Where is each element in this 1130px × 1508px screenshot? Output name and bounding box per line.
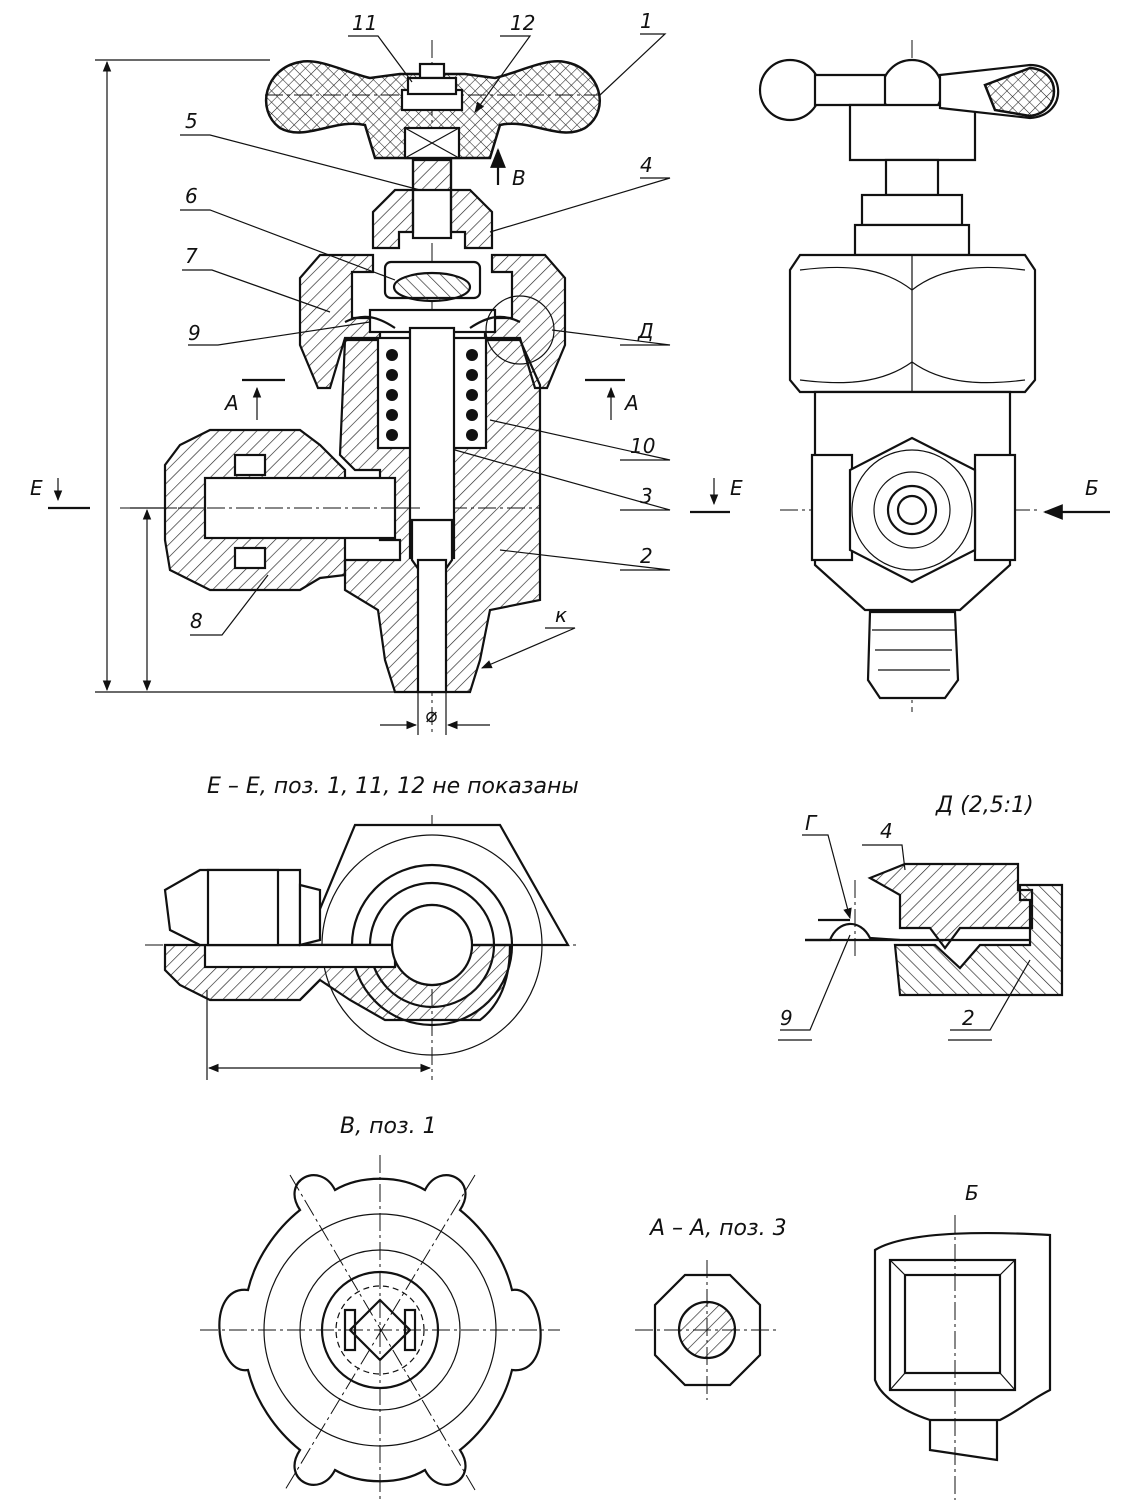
detail-label-4: 4 <box>880 819 893 843</box>
label-bb-arrow: Б <box>1085 476 1099 500</box>
label-2: 2 <box>640 544 653 568</box>
label-3: 3 <box>640 484 653 508</box>
label-10: 10 <box>630 434 655 458</box>
label-9: 9 <box>188 321 201 345</box>
bonnet-4 <box>371 158 494 250</box>
label-5: 5 <box>185 109 198 133</box>
detail-part-2 <box>893 883 1064 997</box>
detail-label-2: 2 <box>962 1006 975 1030</box>
label-6: 6 <box>185 184 198 208</box>
detail-part-4 <box>867 862 1034 950</box>
title-view-bb: Б <box>965 1181 979 1205</box>
label-12: 12 <box>510 11 535 35</box>
label-b-arrow: В <box>512 166 526 190</box>
nut-11 <box>418 62 446 80</box>
label-a-right: А <box>623 391 639 415</box>
detail-d-view <box>778 834 1064 1041</box>
label-e-left: Е <box>30 476 43 500</box>
section-ee-view <box>145 815 580 1080</box>
label-k: к <box>555 603 567 627</box>
spring-10 <box>386 349 478 441</box>
label-d: Д <box>637 319 654 343</box>
title-detail-d: Д (2,5:1) <box>935 793 1034 818</box>
view-bb <box>873 1215 1052 1500</box>
label-e-right: Е <box>730 476 743 500</box>
label-11: 11 <box>352 11 377 35</box>
detail-label-g: Г <box>805 811 818 835</box>
section-aa-view <box>635 1260 780 1400</box>
label-4: 4 <box>640 153 653 177</box>
label-1: 1 <box>640 9 653 33</box>
view-b-handwheel <box>200 1155 560 1500</box>
title-view-b: В, поз. 1 <box>340 1114 437 1139</box>
title-section-aa: А – А, поз. 3 <box>648 1216 787 1241</box>
label-7: 7 <box>185 244 198 268</box>
side-view <box>758 40 1110 712</box>
detail-label-9: 9 <box>780 1006 793 1030</box>
label-a-left: А <box>223 391 239 415</box>
label-diameter: ⌀ <box>425 703 437 727</box>
main-section-view <box>48 33 730 735</box>
label-8: 8 <box>190 609 203 633</box>
title-section-ee: Е – Е, поз. 1, 11, 12 не показаны <box>207 774 579 799</box>
